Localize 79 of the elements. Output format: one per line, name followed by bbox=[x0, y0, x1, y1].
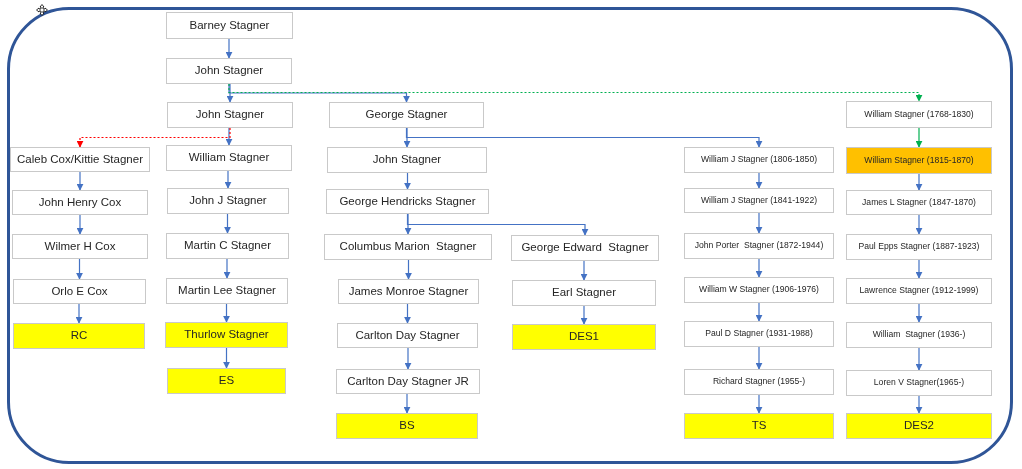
person-box: Columbus Marion Stagner bbox=[324, 234, 492, 260]
arrow bbox=[405, 127, 763, 148]
arrow bbox=[226, 83, 234, 103]
arrow bbox=[915, 127, 923, 148]
person-box: William Stagner (1768-1830) bbox=[846, 101, 992, 128]
person-box: Barney Stagner bbox=[166, 12, 293, 39]
person-box: John Stagner bbox=[167, 102, 293, 128]
highlighted-person-box: DES1 bbox=[512, 324, 656, 350]
arrow bbox=[755, 302, 763, 322]
person-box: James L Stagner (1847-1870) bbox=[846, 190, 992, 215]
highlighted-person-box: Thurlow Stagner bbox=[165, 322, 288, 348]
person-box: William Stagner bbox=[166, 145, 292, 171]
arrow bbox=[915, 259, 923, 279]
arrow bbox=[915, 347, 923, 371]
arrow bbox=[915, 303, 923, 323]
person-box: William W Stagner (1906-1976) bbox=[684, 277, 834, 303]
person-box: James Monroe Stagner bbox=[338, 279, 479, 304]
arrow bbox=[225, 38, 233, 59]
arrow bbox=[404, 213, 412, 235]
person-box: John Porter Stagner (1872-1944) bbox=[684, 233, 834, 259]
arrow bbox=[755, 394, 763, 414]
person-box: Martin Lee Stagner bbox=[166, 278, 288, 304]
person-box: Paul D Stagner (1931-1988) bbox=[684, 321, 834, 347]
person-box: John Stagner bbox=[166, 58, 292, 84]
arrow bbox=[755, 346, 763, 370]
arrow bbox=[404, 172, 411, 190]
highlighted-person-box: William Stagner (1815-1870) bbox=[846, 147, 992, 174]
highlighted-person-box: DES2 bbox=[846, 413, 992, 439]
person-box: Loren V Stagner(1965-) bbox=[846, 370, 992, 396]
person-box: Paul Epps Stagner (1887-1923) bbox=[846, 234, 992, 260]
person-box: George Stagner bbox=[329, 102, 484, 128]
arrow bbox=[915, 395, 923, 414]
person-box: John J Stagner bbox=[167, 188, 289, 214]
arrow bbox=[403, 393, 411, 414]
arrow bbox=[404, 347, 412, 370]
arrow bbox=[223, 303, 230, 323]
person-box: John Stagner bbox=[327, 147, 487, 173]
arrow bbox=[224, 213, 231, 234]
arrow bbox=[76, 171, 84, 191]
person-box: Carlton Day Stagner JR bbox=[336, 369, 480, 394]
arrow bbox=[755, 212, 763, 234]
person-box: Carlton Day Stagner bbox=[337, 323, 478, 348]
arrow bbox=[223, 347, 230, 369]
arrow bbox=[75, 303, 83, 324]
highlighted-person-box: BS bbox=[336, 413, 478, 439]
arrow bbox=[76, 214, 84, 235]
person-box: Lawrence Stagner (1912-1999) bbox=[846, 278, 992, 304]
arrow bbox=[580, 260, 588, 281]
person-box: Orlo E Cox bbox=[13, 279, 146, 304]
arrow bbox=[225, 127, 233, 146]
highlighted-person-box: TS bbox=[684, 413, 834, 439]
person-box: Richard Stagner (1955-) bbox=[684, 369, 834, 395]
person-box: George Hendricks Stagner bbox=[326, 189, 489, 214]
arrow bbox=[403, 127, 411, 148]
person-box: Caleb Cox/Kittie Stagner bbox=[10, 147, 150, 172]
arrow bbox=[224, 170, 232, 189]
highlighted-person-box: RC bbox=[13, 323, 145, 349]
person-box: George Edward Stagner bbox=[511, 235, 659, 261]
person-box: Earl Stagner bbox=[512, 280, 656, 306]
arrow bbox=[76, 127, 231, 148]
arrow bbox=[755, 172, 763, 189]
person-box: William J Stagner (1806-1850) bbox=[684, 147, 834, 173]
arrow bbox=[76, 258, 83, 280]
arrow bbox=[580, 305, 588, 325]
person-box: John Henry Cox bbox=[12, 190, 148, 215]
arrow bbox=[404, 303, 411, 324]
arrow bbox=[405, 259, 412, 280]
arrow bbox=[915, 214, 923, 235]
person-box: Martin C Stagner bbox=[166, 233, 289, 259]
arrow bbox=[406, 213, 589, 236]
person-box: William J Stagner (1841-1922) bbox=[684, 188, 834, 213]
arrow bbox=[915, 173, 923, 191]
person-box: Wilmer H Cox bbox=[12, 234, 148, 259]
highlighted-person-box: ES bbox=[167, 368, 286, 394]
arrow bbox=[755, 258, 763, 278]
arrow bbox=[228, 83, 923, 102]
arrow bbox=[228, 83, 410, 103]
person-box: William Stagner (1936-) bbox=[846, 322, 992, 348]
arrow bbox=[223, 258, 231, 279]
